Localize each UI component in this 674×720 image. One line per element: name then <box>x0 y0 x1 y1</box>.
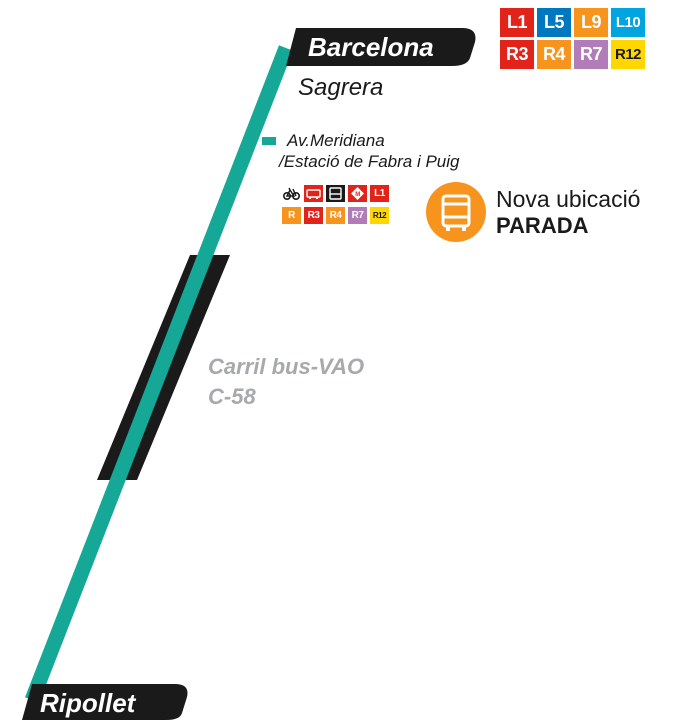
line-badge-l1: L1 <box>500 8 534 37</box>
line-badge-r3: R3 <box>304 207 323 224</box>
ripollet-label-shape <box>22 684 188 720</box>
line-badge-r7: R7 <box>348 207 367 224</box>
notice-line2: PARADA <box>496 213 589 238</box>
route-start-label: Barcelona <box>308 32 434 62</box>
line-badge-r12: R12 <box>611 40 645 69</box>
meridiana-connections-row1: M L1 <box>282 185 389 202</box>
bicycle-icon <box>282 185 301 202</box>
line-badge-l10: L10 <box>611 8 645 37</box>
line-badge-r12: R12 <box>370 207 389 224</box>
line-badge-r: R <box>282 207 301 224</box>
barcelona-label-shape <box>286 28 476 66</box>
line-badge-r4: R4 <box>537 40 571 69</box>
route-line <box>25 45 293 703</box>
route-end-label: Ripollet <box>40 688 136 718</box>
stop-sagrera: Sagrera <box>298 74 384 101</box>
meridiana-stop-tick <box>262 137 276 145</box>
metro-icon: M <box>348 185 367 202</box>
stop-meridiana-line2: /Estació de Fabra i Puig <box>279 152 460 171</box>
svg-text:M: M <box>355 192 360 198</box>
coach-icon <box>326 185 345 202</box>
bus-stop-icon <box>426 182 486 242</box>
line-badge-r7: R7 <box>574 40 608 69</box>
lane-label-line2: C-58 <box>208 384 256 409</box>
line-badge-l5: L5 <box>537 8 571 37</box>
lane-label-line1: Carril bus-VAO <box>208 354 365 379</box>
line-badge-r4: R4 <box>326 207 345 224</box>
bus-icon <box>304 185 323 202</box>
line-badge-r3: R3 <box>500 40 534 69</box>
stop-meridiana-line1: Av.Meridiana <box>287 131 385 150</box>
line-badge-l1: L1 <box>370 185 389 202</box>
notice-line1: Nova ubicació <box>496 186 641 212</box>
line-badge-l9: L9 <box>574 8 608 37</box>
